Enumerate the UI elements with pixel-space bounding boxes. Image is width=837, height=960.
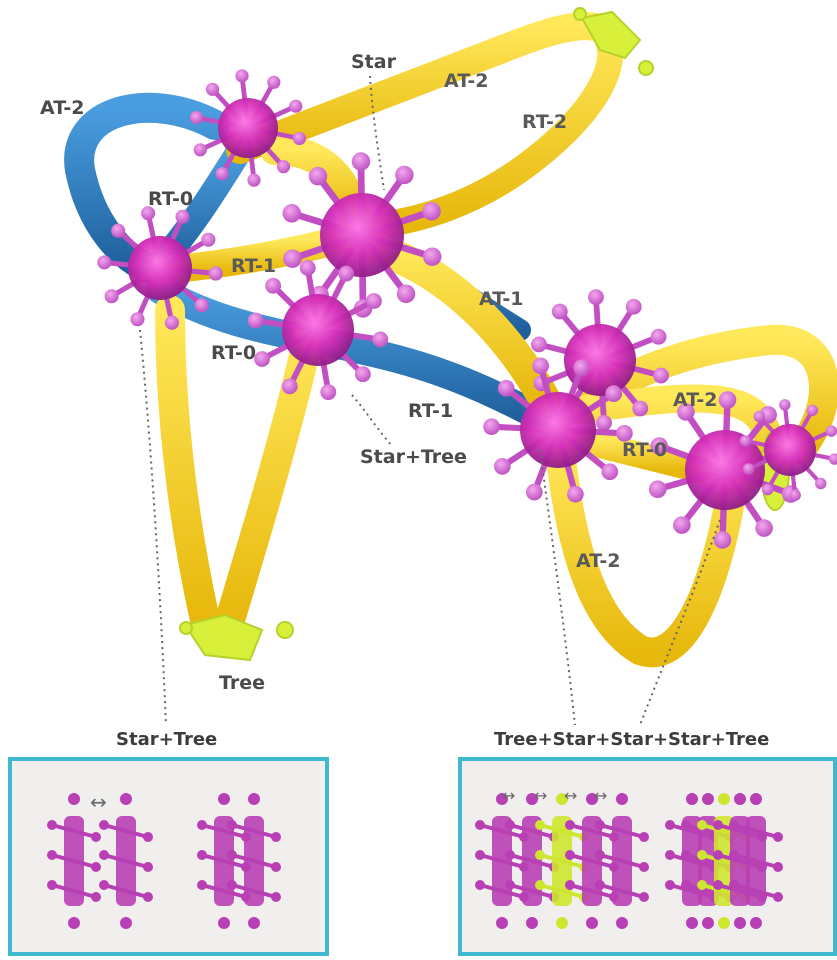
label-star-tree-mid: Star+Tree — [360, 446, 467, 468]
right-inset-separate-1 — [475, 793, 529, 929]
tree-connector-top — [573, 7, 654, 76]
spacing-arrow-left: ↔ — [90, 790, 107, 814]
inset-left-art: ↔ — [47, 790, 281, 929]
label-rt0-top: RT-0 — [148, 188, 194, 210]
blue-tube-lower — [146, 276, 559, 434]
spacing-arrow-1: ↔ — [502, 786, 515, 805]
left-inset-separate-2 — [99, 793, 153, 929]
label-tree: Tree — [219, 672, 266, 694]
right-inset-joined-4 — [713, 793, 767, 929]
right-inset-separate-5 — [595, 793, 649, 929]
yellow-tube-at1 — [364, 234, 561, 416]
right-inset-separate-4 — [565, 793, 619, 929]
star-node-center — [282, 152, 442, 318]
left-inset-joined-1 — [197, 793, 251, 929]
left-inset-separate-1 — [47, 793, 101, 929]
left-inset-joined-2 — [227, 793, 281, 929]
label-rt1-low: RT-1 — [408, 400, 454, 422]
star-connectors — [97, 69, 837, 549]
inset-left-photo: ↔ — [8, 757, 329, 956]
right-inset-joined-5 — [729, 793, 783, 929]
label-at2-left: AT-2 — [40, 97, 85, 119]
star-node-top-left — [189, 69, 307, 187]
label-rt2: RT-2 — [522, 111, 568, 133]
star-node-far-right — [739, 399, 837, 501]
right-inset-separate-3 — [535, 793, 589, 929]
label-at2-bottom: AT-2 — [576, 550, 621, 572]
star-node-right-top — [531, 289, 669, 431]
yellow-tube-top-left — [226, 12, 614, 164]
caption-left: Star+Tree — [116, 729, 218, 750]
label-star: Star — [351, 51, 396, 73]
blue-tube-at2-loop — [64, 92, 230, 285]
spacing-arrow-2: ↔ — [534, 786, 547, 805]
label-rt1-mid: RT-1 — [231, 255, 277, 277]
label-rt0-right: RT-0 — [622, 439, 668, 461]
inset-right-photo: ↔ ↔ ↔ ↔ — [458, 757, 837, 956]
caption-right: Tree+Star+Star+Star+Tree — [494, 729, 770, 750]
label-rt0-mid: RT-0 — [211, 342, 257, 364]
label-at2-top: AT-2 — [444, 70, 489, 92]
inset-right-art: ↔ ↔ ↔ ↔ — [475, 786, 783, 929]
spacing-arrow-4: ↔ — [594, 786, 607, 805]
star-node-left — [97, 206, 223, 330]
yellow-tube-left-leg — [155, 295, 220, 635]
star-node-mid — [247, 259, 389, 401]
label-at1: AT-1 — [479, 288, 524, 310]
spacing-arrow-3: ↔ — [564, 786, 577, 805]
label-at2-right: AT-2 — [673, 389, 718, 411]
right-inset-separate-2 — [505, 793, 559, 929]
tree-connector-bottom — [179, 613, 294, 662]
